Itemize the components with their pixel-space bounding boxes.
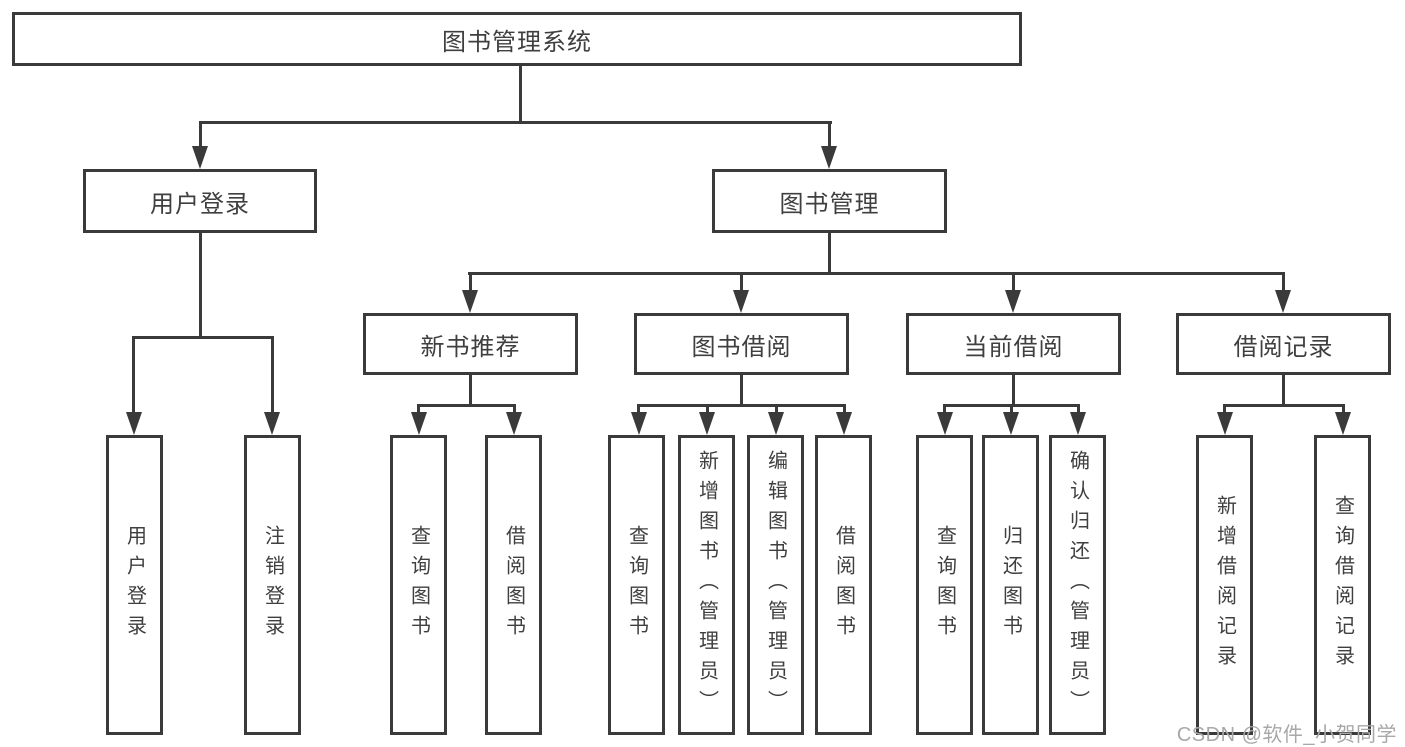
node-label: 图书管理系统 [442,28,592,56]
connector-vertical [740,375,743,406]
connector-horizontal [417,404,516,407]
connector-vertical [199,121,202,151]
leaf-label: 查询图书 [407,525,430,645]
connector-vertical [1012,272,1015,292]
connector-vertical [271,336,274,416]
node-book-management: 图书管理 [712,169,947,233]
leaf-label: 新增图书（管理员） [695,450,718,720]
arrow-down-icon [1003,412,1019,435]
leaf-logout: 注销登录 [244,435,301,735]
leaf-query-borrow-record: 查询借阅记录 [1314,435,1371,735]
arrow-down-icon [768,412,784,435]
arrow-down-icon [821,146,837,169]
arrow-down-icon [1335,412,1351,435]
leaf-query-books: 查询图书 [916,435,973,735]
connector-vertical [513,404,516,416]
arrow-down-icon [1070,412,1086,435]
connector-vertical [1282,272,1285,292]
arrow-down-icon [1275,290,1291,313]
arrow-down-icon [1005,290,1021,313]
arrow-down-icon [264,412,280,435]
node-library-management-system: 图书管理系统 [12,12,1022,66]
leaf-label: 确认归还（管理员） [1066,450,1089,720]
connector-vertical [828,121,831,151]
connector-vertical [1282,375,1285,406]
arrow-down-icon [411,412,427,435]
node-label: 图书管理 [779,190,880,218]
connector-horizontal [132,336,274,339]
leaf-add-borrow-record: 新增借阅记录 [1196,435,1253,735]
connector-horizontal [637,404,846,407]
node-label: 用户登录 [150,190,250,218]
connector-vertical [132,336,135,416]
node-new-book-recommendation: 新书推荐 [363,313,578,375]
leaf-label: 用户登录 [123,525,146,645]
node-label: 借阅记录 [1233,333,1334,361]
connector-vertical [775,404,778,416]
connector-vertical [469,375,472,406]
node-borrowing-records: 借阅记录 [1176,313,1391,375]
leaf-label: 借阅图书 [832,525,855,645]
arrow-down-icon [733,290,749,313]
connector-vertical [1077,404,1080,416]
leaf-query-books: 查询图书 [608,435,665,735]
connector-vertical [199,233,202,339]
leaf-label: 查询图书 [625,525,648,645]
connector-vertical [1010,404,1013,416]
connector-horizontal [468,272,1285,275]
connector-vertical [1012,375,1015,406]
connector-vertical [1342,404,1345,416]
connector-vertical [828,233,831,275]
node-book-borrowing: 图书借阅 [634,313,849,375]
node-user-login: 用户登录 [83,169,317,233]
connector-vertical [706,404,709,416]
arrow-down-icon [506,412,522,435]
leaf-label: 注销登录 [261,525,284,645]
leaf-add-book-admin: 新增图书（管理员） [678,435,735,735]
node-current-borrowing: 当前借阅 [906,313,1121,375]
connector-vertical [843,404,846,416]
connector-vertical [469,272,472,292]
leaf-label: 归还图书 [999,525,1022,645]
arrow-down-icon [192,146,208,169]
leaf-user-login: 用户登录 [106,435,163,735]
connector-vertical [519,66,522,123]
leaf-label: 编辑图书（管理员） [764,450,787,720]
leaf-borrow-books: 借阅图书 [485,435,542,735]
watermark: CSDN @软件_小贺同学 [1176,724,1397,746]
node-label: 当前借阅 [963,333,1064,361]
leaf-label: 查询图书 [933,525,956,645]
arrow-down-icon [462,290,478,313]
arrow-down-icon [937,412,953,435]
node-label: 图书借阅 [691,333,792,361]
connector-vertical [417,404,420,416]
leaf-return-book: 归还图书 [982,435,1039,735]
arrow-down-icon [699,412,715,435]
arrow-down-icon [126,412,142,435]
arrow-down-icon [836,412,852,435]
leaf-edit-book-admin: 编辑图书（管理员） [747,435,804,735]
leaf-label: 借阅图书 [502,525,525,645]
connector-vertical [1223,404,1226,416]
connector-horizontal [1223,404,1345,407]
leaf-label: 新增借阅记录 [1213,495,1236,675]
leaf-label: 查询借阅记录 [1331,495,1354,675]
connector-vertical [943,404,946,416]
arrow-down-icon [631,412,647,435]
leaf-borrow-books: 借阅图书 [815,435,872,735]
connector-vertical [637,404,640,416]
node-label: 新书推荐 [420,333,521,361]
leaf-query-books: 查询图书 [390,435,447,735]
arrow-down-icon [1217,412,1233,435]
leaf-confirm-return-admin: 确认归还（管理员） [1049,435,1106,735]
connector-vertical [740,272,743,292]
connector-horizontal [199,121,832,124]
